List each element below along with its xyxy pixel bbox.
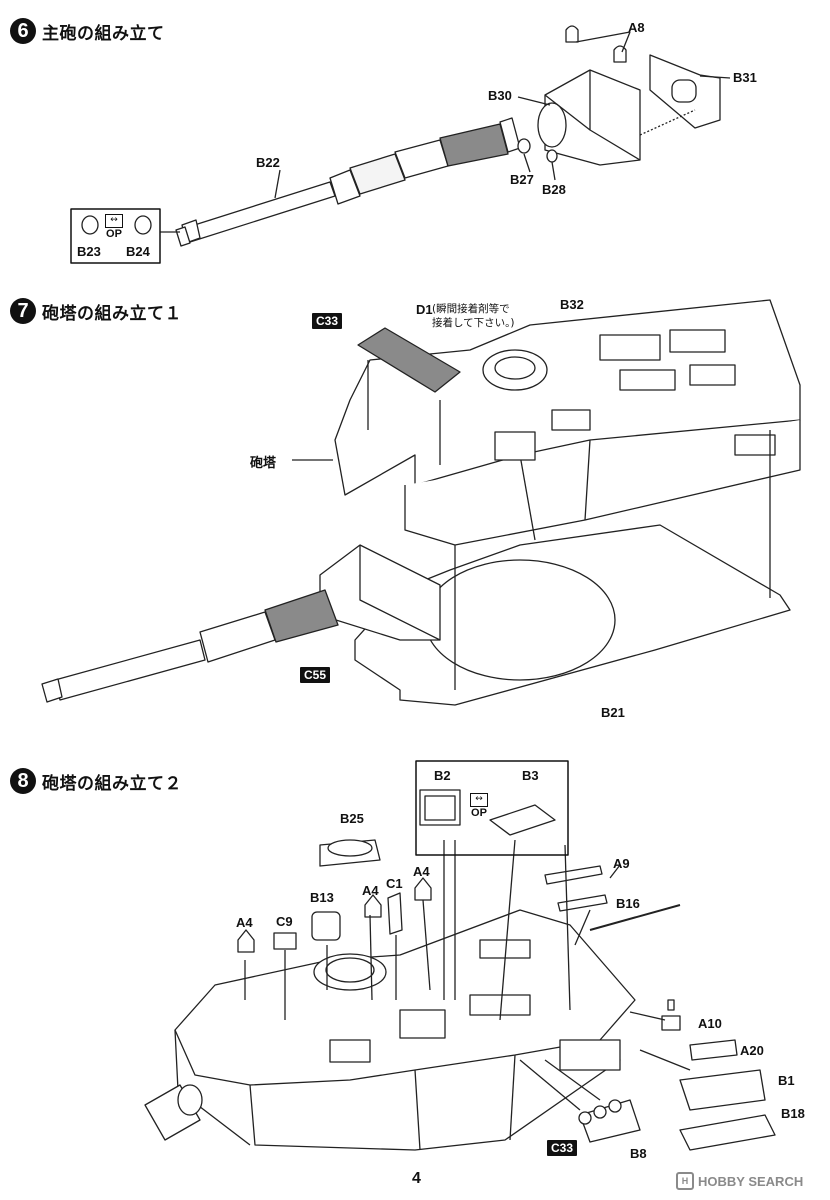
part-label-B25: B25 bbox=[340, 811, 364, 826]
part-label-B23: B23 bbox=[77, 244, 101, 259]
step-number: 6 bbox=[10, 18, 36, 44]
watermark-logo-icon: H bbox=[676, 1172, 694, 1190]
option-icon: ↔ bbox=[470, 793, 488, 807]
step-title: 砲塔の組み立て２ bbox=[42, 773, 182, 794]
part-label-C9: C9 bbox=[276, 914, 293, 929]
step6-barrel-drawing bbox=[150, 25, 731, 247]
part-label-A10: A10 bbox=[698, 1016, 722, 1031]
part-label-C1: C1 bbox=[386, 876, 403, 891]
option-part-marker: ↔ OP bbox=[470, 793, 488, 819]
part-label-A4: A4 bbox=[413, 864, 430, 879]
step7-turret-drawing bbox=[41, 299, 801, 706]
step-number: 7 bbox=[10, 298, 36, 324]
part-label-B28: B28 bbox=[542, 182, 566, 197]
step8-turret-drawing bbox=[144, 789, 776, 1151]
part-label-B31: B31 bbox=[733, 70, 757, 85]
part-label-A4: A4 bbox=[236, 915, 253, 930]
watermark: H HOBBY SEARCH bbox=[676, 1172, 803, 1190]
option-part-marker: ↔ OP bbox=[105, 214, 123, 240]
part-tag-C55: C55 bbox=[300, 667, 331, 683]
part-label-B18: B18 bbox=[781, 1106, 805, 1121]
page-number: 4 bbox=[412, 1170, 421, 1187]
turret-label: 砲塔 bbox=[250, 456, 277, 471]
part-label-D1: D1 bbox=[416, 302, 433, 317]
option-icon: ↔ bbox=[105, 214, 123, 228]
step-7-heading: 7 砲塔の組み立て１ bbox=[10, 298, 182, 324]
part-label-B27: B27 bbox=[510, 172, 534, 187]
step-title: 砲塔の組み立て１ bbox=[42, 303, 182, 324]
part-label-A4: A4 bbox=[362, 883, 379, 898]
part-label-B24: B24 bbox=[126, 244, 150, 259]
step-title: 主砲の組み立て bbox=[42, 23, 165, 44]
part-label-B21: B21 bbox=[601, 705, 625, 720]
part-label-B22: B22 bbox=[256, 155, 280, 170]
part-label-B2: B2 bbox=[434, 768, 451, 783]
part-label-A8: A8 bbox=[628, 20, 645, 35]
step-number: 8 bbox=[10, 768, 36, 794]
part-label-B16: B16 bbox=[616, 896, 640, 911]
part-label-B1: B1 bbox=[778, 1073, 795, 1088]
part-label-B13: B13 bbox=[310, 890, 334, 905]
d1-glue-note: (瞬間接着剤等で 接着して下さい。) bbox=[432, 303, 515, 329]
part-tag-C33: C33 bbox=[547, 1140, 578, 1156]
part-label-A20: A20 bbox=[740, 1043, 764, 1058]
step-8-heading: 8 砲塔の組み立て２ bbox=[10, 768, 182, 794]
part-label-A9: A9 bbox=[613, 856, 630, 871]
watermark-text: HOBBY SEARCH bbox=[698, 1173, 804, 1189]
part-label-B30: B30 bbox=[488, 88, 512, 103]
part-label-B3: B3 bbox=[522, 768, 539, 783]
part-tag-C33: C33 bbox=[312, 313, 343, 329]
part-label-B8: B8 bbox=[630, 1146, 647, 1161]
step-6-heading: 6 主砲の組み立て bbox=[10, 18, 165, 44]
part-label-B32: B32 bbox=[560, 297, 584, 312]
